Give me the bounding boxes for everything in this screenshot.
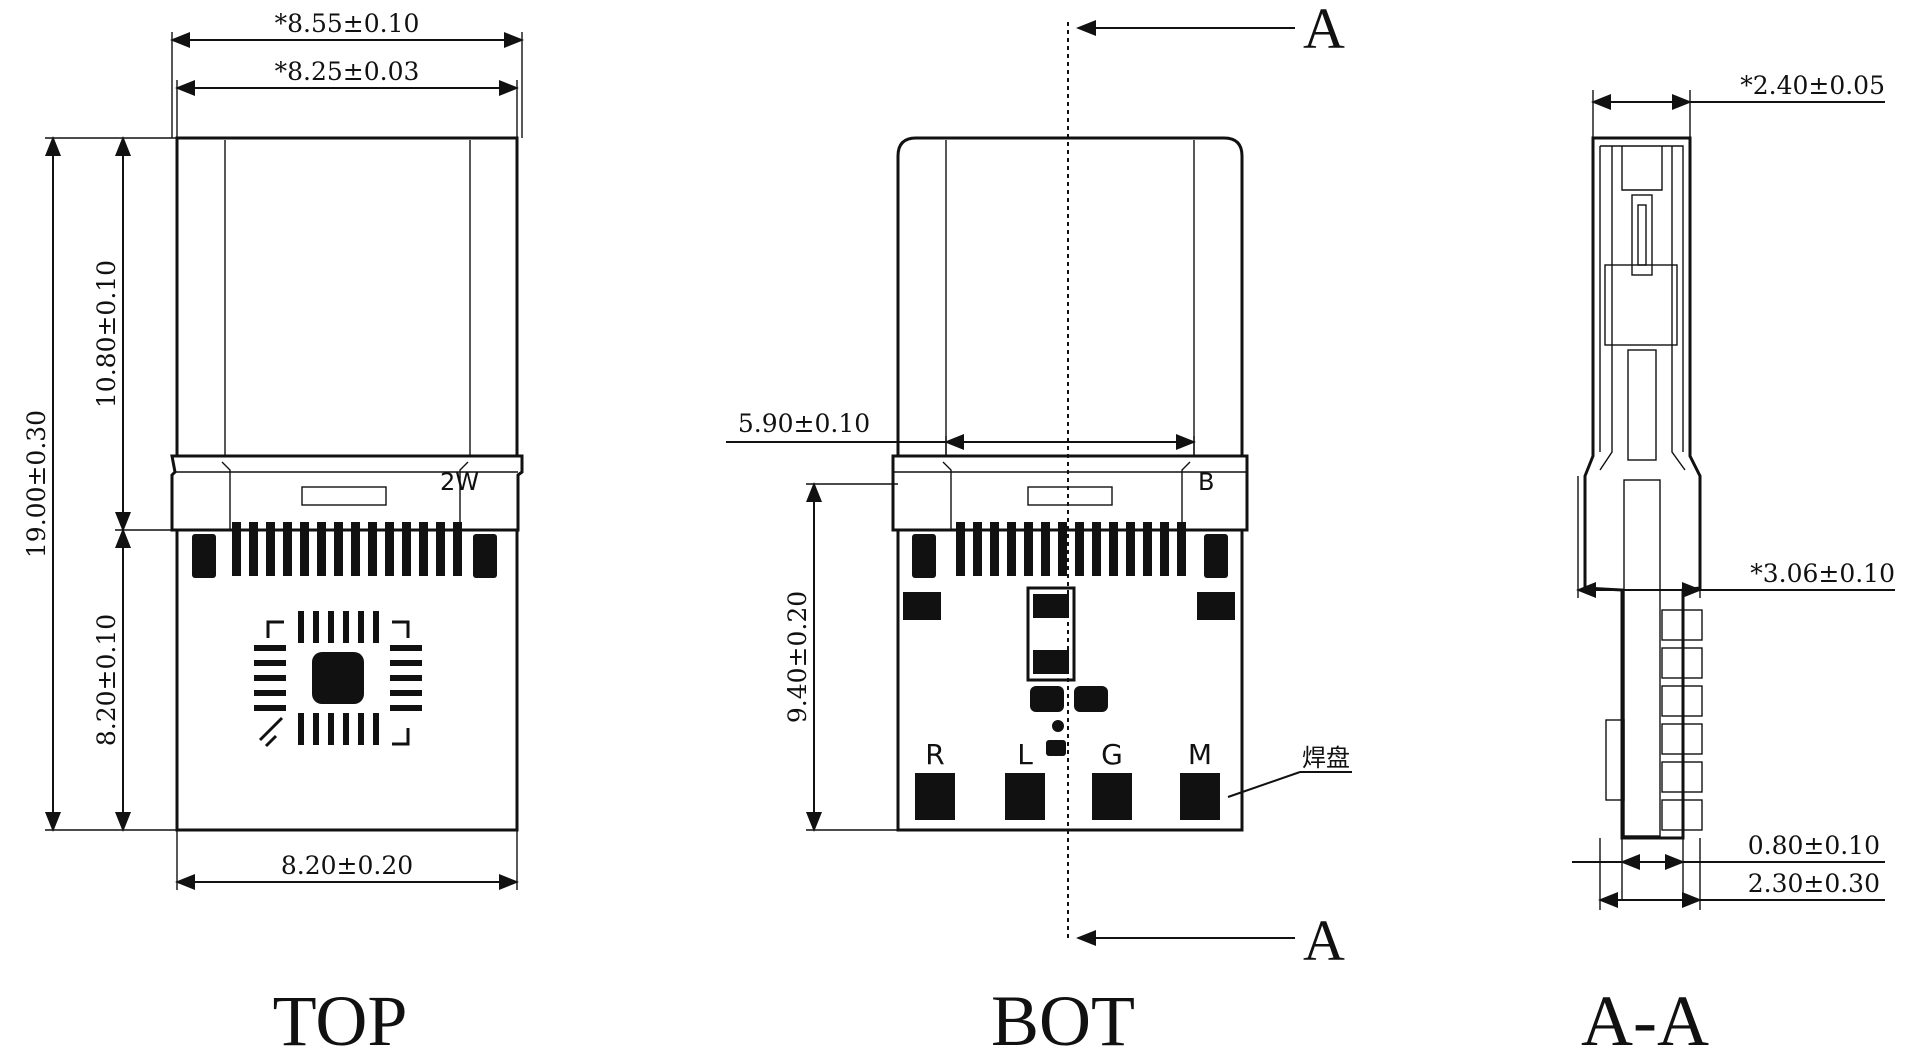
bot-pins: [912, 522, 1228, 578]
top-shell: [175, 136, 519, 458]
pad-callout: 焊盘: [1302, 744, 1350, 772]
top-pin-marker: 2W: [440, 468, 479, 496]
section-dimensions: *2.40±0.05 *3.06±0.10 0.80±0.10 2.30±0.3…: [1572, 71, 1895, 910]
pad-label-g: G: [1101, 738, 1123, 771]
pad-label-l: L: [1017, 738, 1033, 771]
top-view-label: TOP: [273, 981, 408, 1055]
dim-thickness-mid: *3.06±0.10: [1750, 559, 1895, 588]
top-pins: [192, 522, 497, 578]
dim-pcb-width: 8.20±0.20: [281, 851, 413, 880]
bot-dimensions: 5.90±0.10 9.40±0.20: [726, 409, 1196, 832]
section-marker-top: A: [1303, 0, 1345, 61]
bottom-view: B: [726, 0, 1352, 1055]
dim-pcb-height: 8.20±0.10: [92, 614, 121, 746]
pad-label-r: R: [925, 738, 944, 771]
dim-width-inner: *8.25±0.03: [275, 57, 420, 86]
section-view-label: A-A: [1581, 981, 1709, 1055]
top-qfn-chip: [254, 611, 422, 748]
dim-width-outer: *8.55±0.10: [275, 9, 420, 38]
bot-view-label: BOT: [991, 981, 1135, 1055]
section-view: *2.40±0.05 *3.06±0.10 0.80±0.10 2.30±0.3…: [1572, 71, 1895, 1055]
bot-pcb: [896, 528, 1244, 832]
top-dimensions: *8.55±0.10 *8.25±0.03 19.00±0.30 10.80±0…: [22, 9, 524, 890]
dim-thickness-top: *2.40±0.05: [1740, 71, 1885, 100]
dim-pcb-thickness: 0.80±0.10: [1748, 831, 1880, 860]
section-contacts: [1605, 609, 1703, 831]
dim-total-height: 19.00±0.30: [22, 410, 51, 558]
bot-pads: R L G M: [915, 738, 1220, 820]
bot-collar: [891, 454, 1249, 532]
bot-shell: [896, 136, 1244, 458]
bot-small-pads: [903, 586, 1235, 756]
pad-label-m: M: [1188, 738, 1212, 771]
dim-bot-pcb-height: 9.40±0.20: [783, 591, 812, 723]
bot-pin-marker: B: [1198, 468, 1214, 496]
top-view: 2W: [22, 9, 524, 1055]
section-marker-bottom: A: [1303, 908, 1345, 973]
dim-pad-span: 5.90±0.10: [738, 409, 870, 438]
dim-shell-height: 10.80±0.10: [92, 260, 121, 408]
top-pcb: [175, 528, 519, 832]
dim-overall: 2.30±0.30: [1748, 869, 1880, 898]
